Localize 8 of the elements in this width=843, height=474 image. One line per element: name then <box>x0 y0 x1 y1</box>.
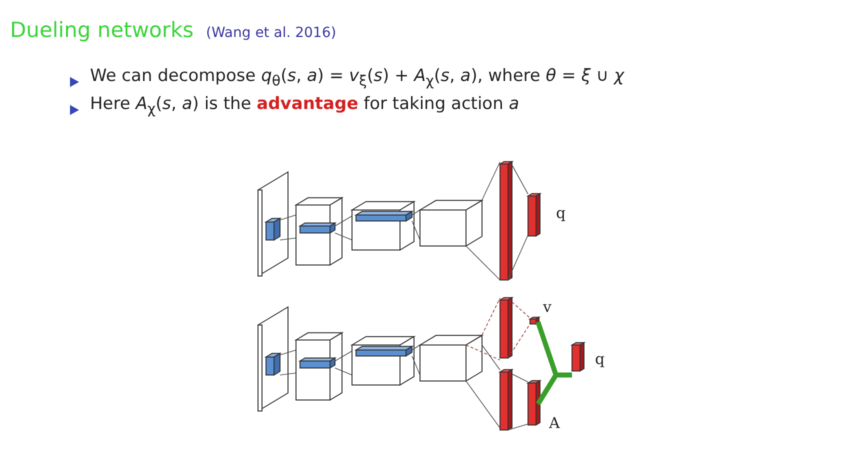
bullet-text: Here A$_{χ}$(s, a) is the advantage for taking action a <box>90 94 520 118</box>
bullet-text: We can decompose q$_{θ}$(s, a) = v$_{ξ}$(s) + A$_{χ}$(s, a), where θ = ξ ∪ χ <box>90 66 624 90</box>
layer-label: v <box>543 298 552 316</box>
slide-title: Dueling networks <box>10 18 194 42</box>
layer-label: q <box>556 204 566 222</box>
citation: (Wang et al. 2016) <box>206 25 336 41</box>
layer-label: A <box>549 414 560 432</box>
layer-label: q <box>595 350 605 368</box>
